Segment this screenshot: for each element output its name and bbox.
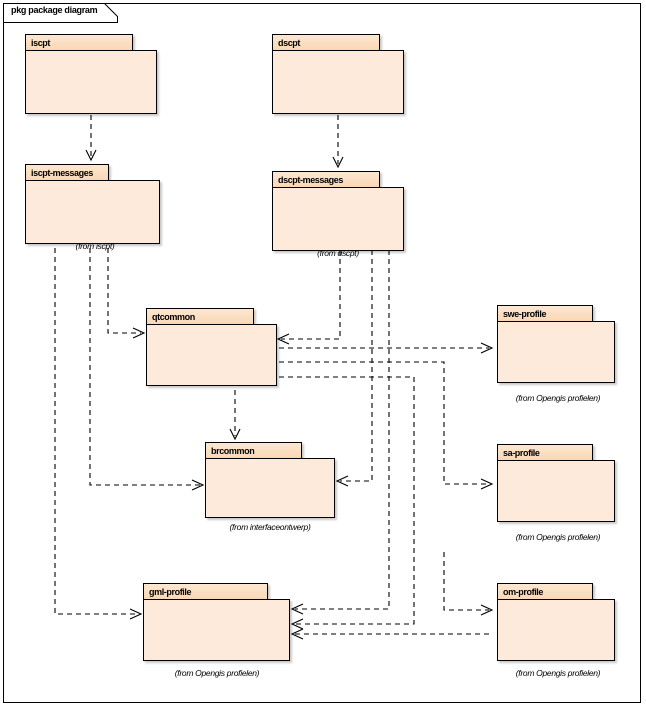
package-swe-profile-header: swe-profile: [497, 305, 593, 322]
package-iscpt-body: [25, 50, 157, 114]
package-dscpt-messages-from: (from dscpt): [317, 248, 359, 258]
package-sa-profile-body: [497, 460, 615, 522]
package-sa-profile-label: sa-profile: [503, 448, 540, 458]
package-om-profile-from: (from Opengis profielen): [515, 668, 601, 678]
package-iscpt-messages-label: iscpt-messages: [31, 168, 93, 178]
package-iscpt-header: iscpt: [25, 34, 133, 51]
package-brcommon[interactable]: brcommon: [205, 442, 335, 520]
package-swe-profile[interactable]: swe-profile: [497, 305, 615, 385]
package-gml-profile-header: gml-profile: [143, 583, 268, 600]
package-gml-profile-from: (from Opengis profielen): [174, 668, 260, 678]
package-gml-profile-body: [143, 599, 290, 661]
package-sa-profile-from: (from Opengis profielen): [515, 532, 601, 542]
package-swe-profile-from: (from Opengis profielen): [515, 393, 601, 403]
package-iscpt-messages-body: [25, 180, 160, 244]
package-swe-profile-body: [497, 321, 615, 383]
diagram-frame-border: [3, 3, 641, 703]
package-om-profile-body: [497, 599, 615, 661]
package-dscpt-messages-label: dscpt-messages: [278, 175, 343, 185]
package-dscpt-label: dscpt: [278, 38, 301, 48]
package-brcommon-from: (from interfaceontwerp): [229, 522, 311, 532]
package-qtcommon-label: qtcommon: [152, 312, 195, 322]
package-iscpt-label: iscpt: [31, 38, 51, 48]
package-om-profile-label: om-profile: [503, 587, 543, 597]
package-dscpt-body: [272, 50, 404, 114]
package-brcommon-label: brcommon: [211, 446, 255, 456]
package-brcommon-header: brcommon: [205, 442, 302, 459]
package-dscpt[interactable]: dscpt: [272, 34, 404, 116]
package-iscpt-messages-header: iscpt-messages: [25, 164, 109, 181]
package-iscpt-messages[interactable]: iscpt-messages: [25, 164, 160, 246]
package-gml-profile[interactable]: gml-profile: [143, 583, 290, 663]
package-dscpt-messages[interactable]: dscpt-messages: [272, 171, 404, 253]
package-iscpt-messages-from: (from iscpt): [75, 241, 115, 251]
package-qtcommon-body: [146, 324, 277, 386]
package-iscpt[interactable]: iscpt: [25, 34, 157, 116]
package-dscpt-messages-body: [272, 187, 404, 251]
package-gml-profile-label: gml-profile: [149, 587, 192, 597]
package-qtcommon-header: qtcommon: [146, 308, 254, 325]
package-sa-profile-header: sa-profile: [497, 444, 593, 461]
package-swe-profile-label: swe-profile: [503, 309, 547, 319]
package-qtcommon[interactable]: qtcommon: [146, 308, 277, 388]
package-om-profile[interactable]: om-profile: [497, 583, 615, 663]
package-brcommon-body: [205, 458, 335, 518]
package-om-profile-header: om-profile: [497, 583, 593, 600]
package-sa-profile[interactable]: sa-profile: [497, 444, 615, 524]
package-dscpt-header: dscpt: [272, 34, 380, 51]
package-dscpt-messages-header: dscpt-messages: [272, 171, 380, 188]
diagram-frame-tab: [3, 3, 118, 23]
diagram-frame-title: pkg package diagram: [11, 5, 98, 15]
